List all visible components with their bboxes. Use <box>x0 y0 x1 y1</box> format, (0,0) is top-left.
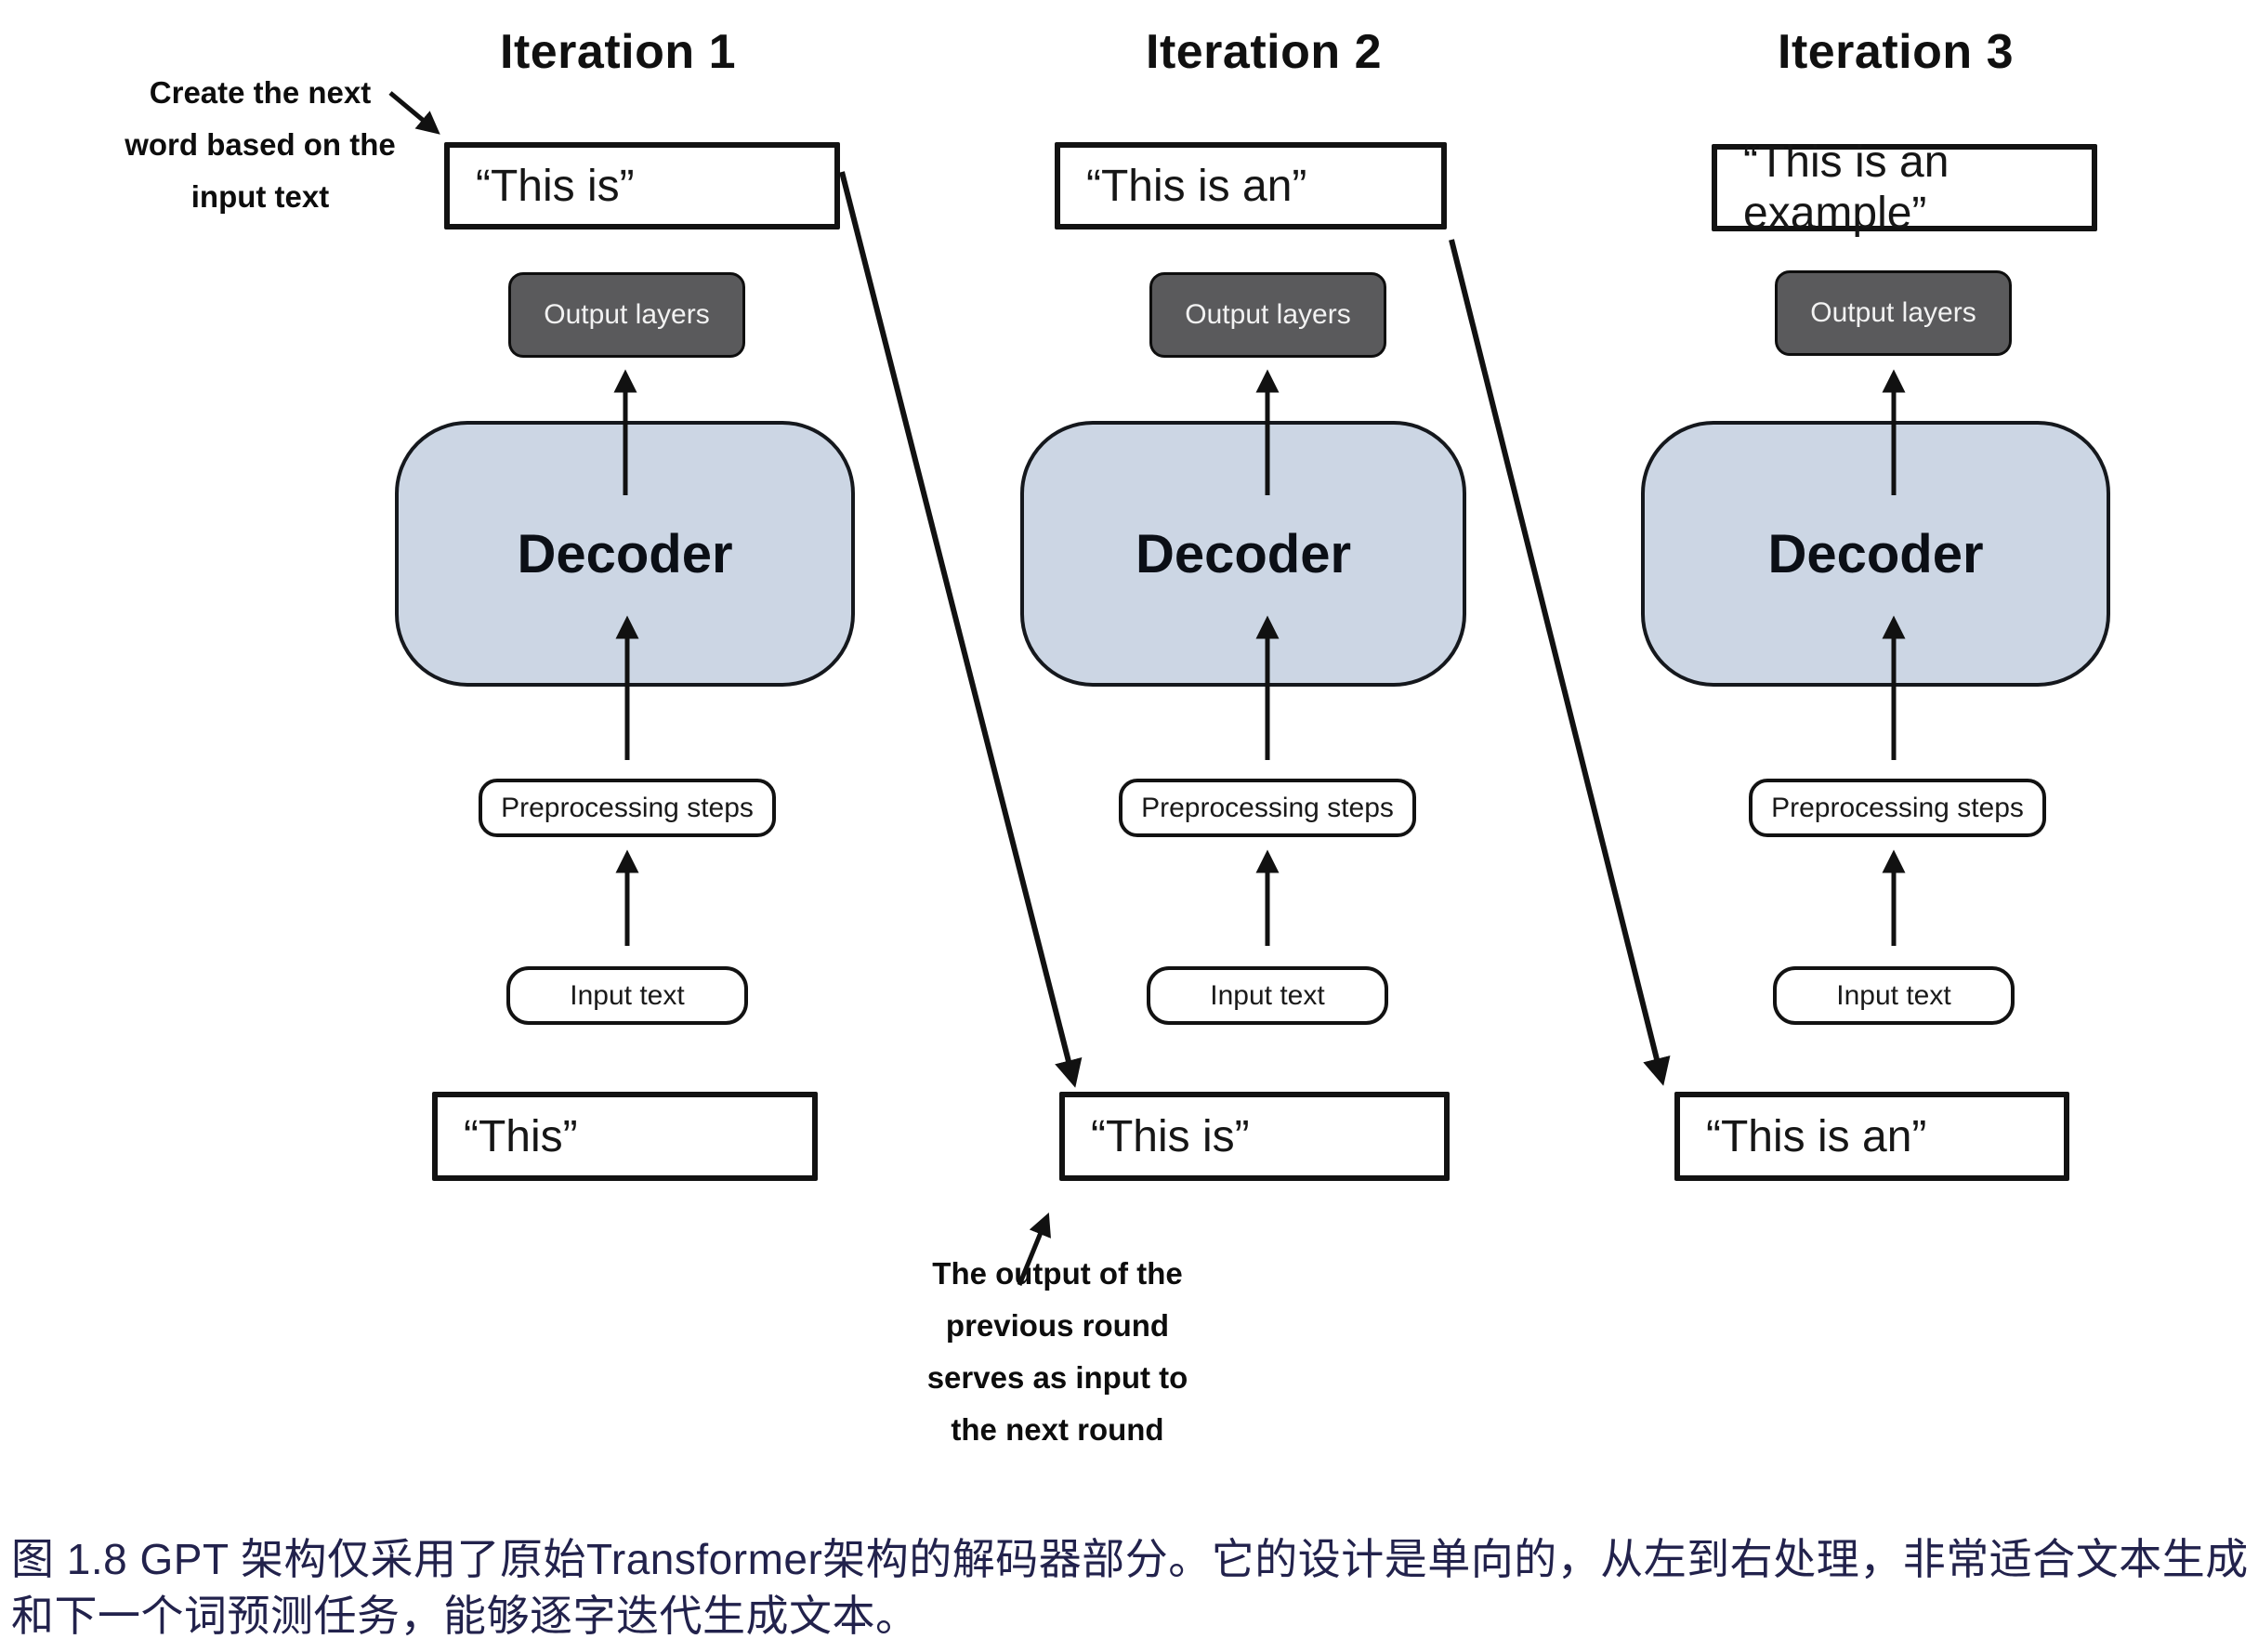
decoder-box: Decoder <box>1020 421 1466 687</box>
decoder-box: Decoder <box>395 421 855 687</box>
input-text-box: Input text <box>506 966 748 1025</box>
figure-caption: 图 1.8 GPT 架构仅采用了原始Transformer架构的解码器部分。它的… <box>11 1535 2249 1640</box>
input-string: “This” <box>464 1111 578 1161</box>
decoder-label: Decoder <box>1135 523 1352 584</box>
annotation-line: previous round <box>945 1308 1170 1343</box>
annotation-line: input text <box>190 179 330 214</box>
annotation-line: word based on the <box>125 127 396 162</box>
annotation-line: serves as input to <box>926 1360 1188 1395</box>
input-string: “This is” <box>1091 1111 1250 1161</box>
generated-text-box: “This is an” <box>1055 142 1447 229</box>
generated-text: “This is an example” <box>1743 138 1949 238</box>
decoder-label: Decoder <box>517 523 733 584</box>
preprocessing-steps-box: Preprocessing steps <box>1749 779 2046 837</box>
iteration-3-title: Iteration 3 <box>1778 25 2014 79</box>
preprocessing-steps-box: Preprocessing steps <box>1119 779 1416 837</box>
generated-text: “This is” <box>476 161 635 211</box>
output-layers-box: Output layers <box>508 272 745 358</box>
input-text-label: Input text <box>1836 979 1951 1011</box>
output-layers-label: Output layers <box>544 299 710 330</box>
annotation-line: The output of the <box>932 1256 1183 1291</box>
input-string-box: “This” <box>432 1092 818 1181</box>
decoder-label: Decoder <box>1767 523 1984 584</box>
preprocessing-steps-label: Preprocessing steps <box>501 792 754 823</box>
generated-text: “This is an” <box>1086 161 1307 211</box>
annotation-create-next-word: Create the next word based on the input … <box>56 67 465 223</box>
annotation-output-serves-input: The output of the previous round serves … <box>853 1248 1262 1456</box>
decoder-box: Decoder <box>1641 421 2110 687</box>
input-text-label: Input text <box>1210 979 1325 1011</box>
output-layers-label: Output layers <box>1810 297 1976 328</box>
preprocessing-steps-label: Preprocessing steps <box>1771 792 2024 823</box>
arrow-output2-to-input3 <box>1449 239 1671 1086</box>
iteration-1-title: Iteration 1 <box>500 25 736 79</box>
input-text-box: Input text <box>1773 966 2015 1025</box>
preprocessing-steps-label: Preprocessing steps <box>1141 792 1394 823</box>
generated-text-box: “This is an example” <box>1712 138 2097 238</box>
input-text-box: Input text <box>1147 966 1388 1025</box>
annotation-line: Create the next <box>149 75 372 110</box>
annotation-line: the next round <box>951 1412 1164 1447</box>
output-layers-box: Output layers <box>1775 270 2012 356</box>
preprocessing-steps-box: Preprocessing steps <box>479 779 776 837</box>
output-layers-label: Output layers <box>1185 299 1351 330</box>
input-string: “This is an” <box>1706 1111 1927 1161</box>
input-string-box: “This is an” <box>1674 1092 2069 1181</box>
iteration-2-title: Iteration 2 <box>1146 25 1382 79</box>
input-string-box: “This is” <box>1059 1092 1450 1181</box>
input-text-label: Input text <box>570 979 685 1011</box>
output-layers-box: Output layers <box>1149 272 1386 358</box>
generated-text-box: “This is” <box>444 142 840 229</box>
